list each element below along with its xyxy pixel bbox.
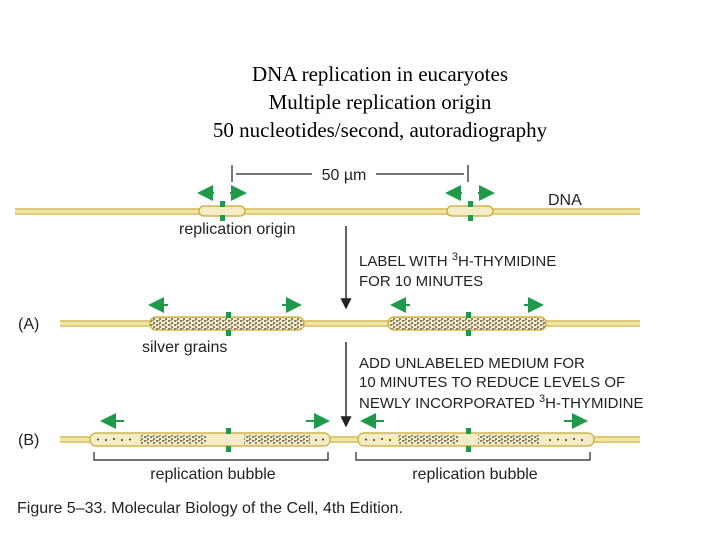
origin-bubble-right [446,205,494,217]
grain-band [398,435,458,444]
distance-label: 50 µm [322,167,367,184]
dna-top [15,201,640,221]
panel-b-label: (B) [18,432,39,449]
bracket-left [93,452,329,461]
origin-marker-left-top [220,201,225,207]
origin-marker-right-top [468,201,473,207]
title-line-1: DNA replication in eucaryotes [252,62,508,86]
bracket-right [355,452,591,461]
panel-a-label: (A) [18,316,39,333]
dna-panel-a [60,312,640,336]
slide-title: DNA replication in eucaryotes Multiple r… [0,60,720,144]
origin-marker-right-bottom [468,215,473,221]
labeled-bubble-right [387,316,547,331]
grain-band [140,435,206,444]
step2-line3: NEWLY INCORPORATED 3H-THYMIDINE [359,393,643,412]
title-line-2: Multiple replication origin [268,90,492,114]
step1-line2: FOR 10 MINUTES [359,273,483,290]
replication-bubble-label-left: replication bubble [150,466,276,483]
title-line-3: 50 nucleotides/second, autoradiography [212,118,548,142]
origin-bubble-left [198,205,246,217]
silver-grains-label: silver grains [142,339,227,356]
replication-origin-label: replication origin [179,221,296,238]
dna-label: DNA [548,192,582,209]
origin-marker-left-bottom [220,215,225,221]
labeled-bubble-left [149,316,305,331]
replication-bubble-label-right: replication bubble [412,466,538,483]
grain-band [478,435,540,444]
step1-line1: LABEL WITH 3H-THYMIDINE [359,251,556,270]
step2-line2: 10 MINUTES TO REDUCE LEVELS OF [359,374,625,391]
figure-caption: Figure 5–33. Molecular Biology of the Ce… [17,500,403,517]
step2-line1: ADD UNLABELED MEDIUM FOR [359,355,585,372]
grain-band [244,435,310,444]
dna-panel-b [60,428,640,452]
sparse-grains [97,438,583,441]
